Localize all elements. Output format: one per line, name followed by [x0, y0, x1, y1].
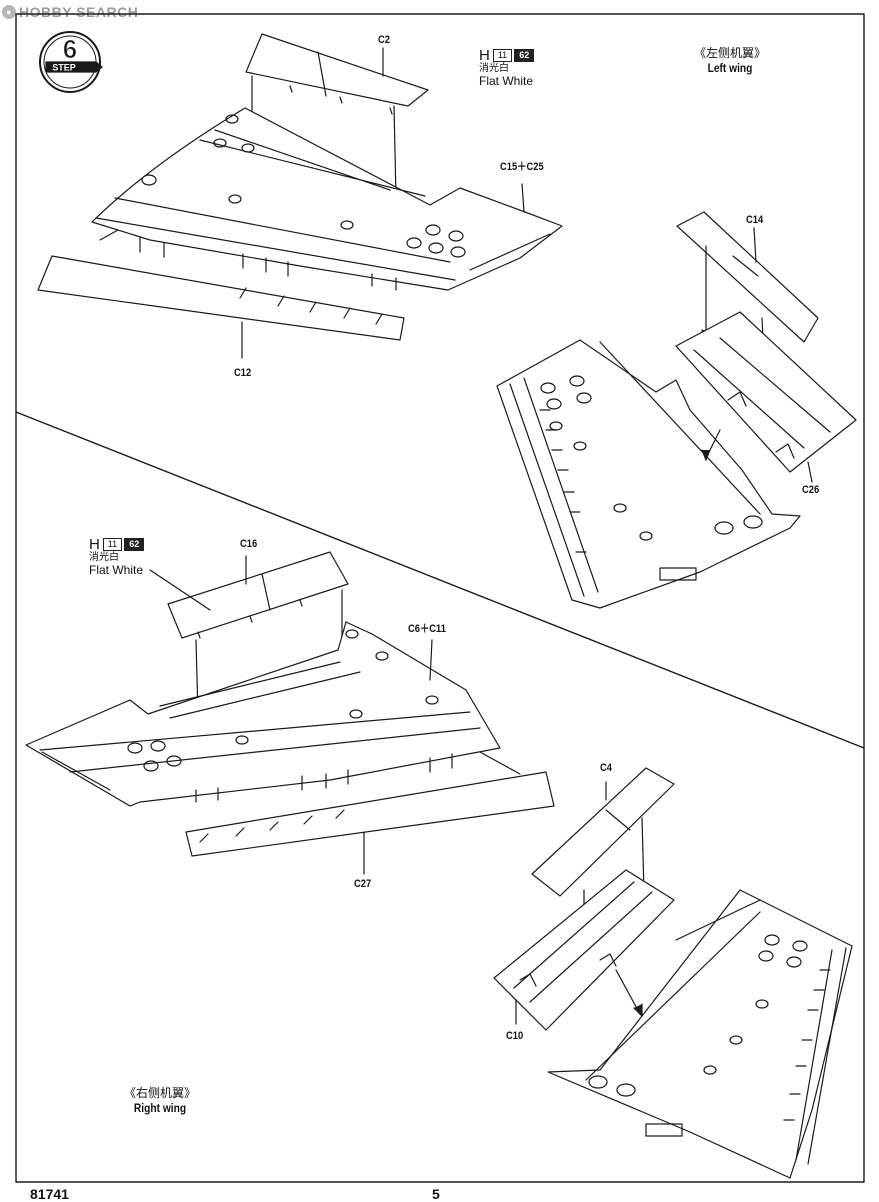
paint-code-1: 11 [102, 538, 123, 551]
part-c27-strip [185, 771, 555, 857]
step-label: STEP [52, 63, 76, 73]
part-c2-panel [245, 33, 429, 115]
part-c12-strip [37, 255, 405, 341]
page-number: 5 [432, 1186, 440, 1202]
watermark: ● HOBBY SEARCH [2, 4, 138, 20]
paint-code-1: 11 [492, 49, 513, 62]
paint-name-cn: 消光白 [89, 552, 119, 563]
label-c6-c11: C6＋C11 [408, 623, 446, 635]
label-c10: C10 [506, 1030, 524, 1042]
paint-brand: H [89, 536, 100, 553]
label-c2: C2 [378, 34, 390, 46]
section-divider [15, 411, 865, 749]
part-c10-trough [493, 869, 675, 1031]
paint-code-2: 62 [124, 538, 145, 551]
hobbysearch-logo-icon: ● [2, 5, 16, 19]
kit-number: 81741 [30, 1186, 69, 1202]
part-c4-flap [531, 767, 675, 897]
part-c14-flap [676, 211, 819, 343]
label-c27: C27 [354, 878, 372, 890]
part-left-lower-wing [496, 339, 801, 609]
paint-name-en: Flat White [479, 74, 534, 88]
paint-name-cn: 消光白 [479, 63, 509, 74]
label-c15-c25: C15＋C25 [500, 161, 544, 173]
paint-callout-bottom: H 11 62 消光白 Flat White [89, 536, 145, 577]
part-right-lower-wing [547, 889, 853, 1179]
part-c6-c11-wing [25, 621, 501, 807]
label-c16: C16 [240, 538, 258, 550]
part-c26-trough [675, 311, 857, 473]
right-wing-caption: 《右侧机翼》 Right wing [100, 1084, 220, 1115]
left-wing-title-en: Left wing [707, 61, 753, 75]
left-wing-caption: 《左侧机翼》 Left wing [670, 44, 790, 75]
paint-code-2: 62 [514, 49, 535, 62]
page-frame [15, 13, 865, 1183]
left-wing-title-cn: 《左侧机翼》 [693, 46, 766, 60]
step-badge [39, 31, 103, 93]
right-wing-title-cn: 《右侧机翼》 [123, 1086, 196, 1100]
watermark-text: HOBBY SEARCH [19, 4, 139, 20]
label-c12: C12 [234, 367, 252, 379]
label-c14: C14 [746, 214, 764, 226]
paint-name-en: Flat White [89, 563, 144, 577]
label-c26: C26 [802, 484, 820, 496]
label-c4: C4 [600, 762, 612, 774]
paint-callout-top: H 11 62 消光白 Flat White [479, 47, 535, 88]
part-c15-c25-wing [91, 107, 563, 291]
right-wing-title-en: Right wing [133, 1101, 187, 1115]
step-number: 6 [63, 34, 77, 64]
part-c16-panel [167, 551, 349, 639]
paint-brand: H [479, 47, 490, 64]
